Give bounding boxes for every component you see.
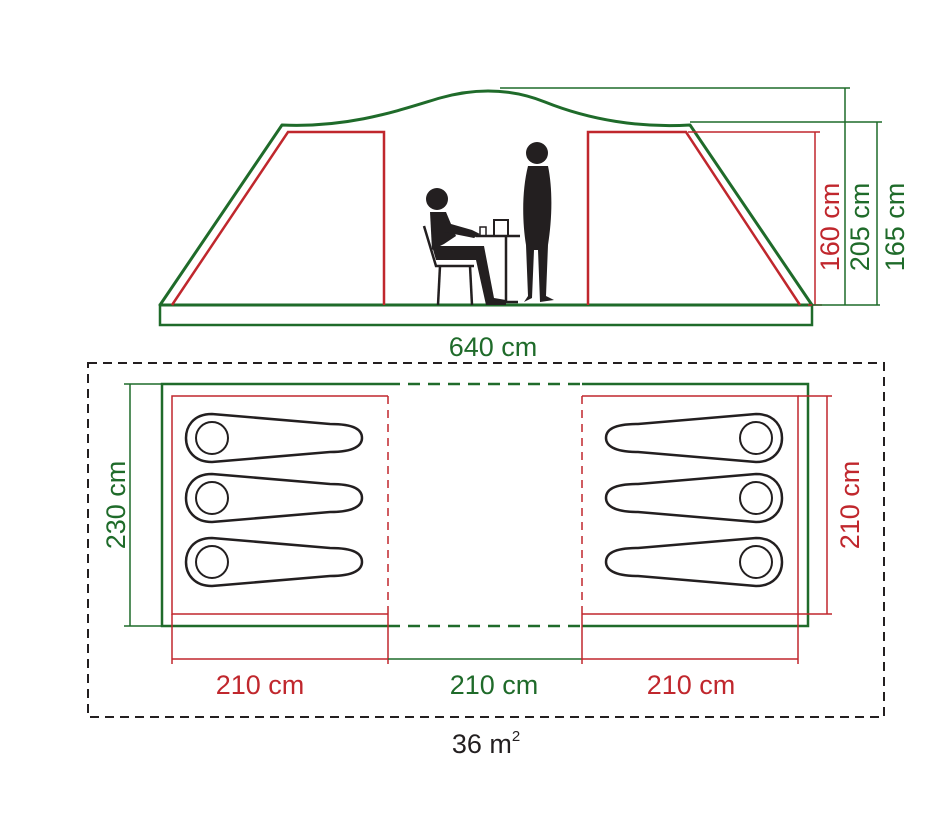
width-dimension — [124, 383, 162, 627]
tent-footprint — [160, 382, 810, 628]
table-icon — [476, 219, 520, 304]
bedroom-right — [581, 395, 799, 615]
standing-person-icon — [523, 142, 554, 302]
tent-outline — [158, 89, 814, 307]
ground-base — [158, 303, 814, 327]
sleeping-bag-icon — [604, 412, 784, 464]
sleeping-bags-left — [184, 412, 364, 588]
height-dimensions — [500, 87, 882, 306]
floor-plan: 230 cm 210 cm 210 cm 210 cm 210 cm 36 m2 — [87, 362, 885, 759]
sleeping-bag-icon — [604, 472, 784, 524]
inner-room-right — [586, 130, 802, 306]
area-unit-exponent: 2 — [512, 728, 520, 745]
tent-length-label: 640 cm — [449, 332, 538, 362]
bedroom-depth-label: 210 cm — [835, 461, 865, 550]
seated-person-icon — [422, 188, 506, 306]
bedroom-left-length-label: 210 cm — [216, 670, 305, 700]
bedroom-left — [171, 395, 389, 615]
side-view: 160 cm 205 cm 165 cm 640 cm — [158, 87, 910, 362]
tent-width-label: 230 cm — [101, 461, 131, 550]
sleeping-bag-icon — [184, 412, 364, 464]
sleeping-bags-right — [604, 412, 784, 588]
area-value: 36 m — [452, 729, 512, 759]
sleeping-bag-icon — [604, 536, 784, 588]
inner-room-left — [170, 130, 386, 306]
total-area-outline — [87, 362, 885, 718]
total-area-label: 36 m2 — [452, 728, 520, 759]
side-height-label: 165 cm — [880, 183, 910, 272]
living-area-length-label: 210 cm — [450, 670, 539, 700]
peak-height-label: 205 cm — [845, 183, 875, 272]
bedroom-depth-dimension — [798, 395, 832, 615]
sleeping-bag-icon — [184, 472, 364, 524]
inner-room-height-label: 160 cm — [815, 183, 845, 272]
bottom-dimensions — [171, 614, 799, 664]
sleeping-bag-icon — [184, 536, 364, 588]
bedroom-right-length-label: 210 cm — [647, 670, 736, 700]
